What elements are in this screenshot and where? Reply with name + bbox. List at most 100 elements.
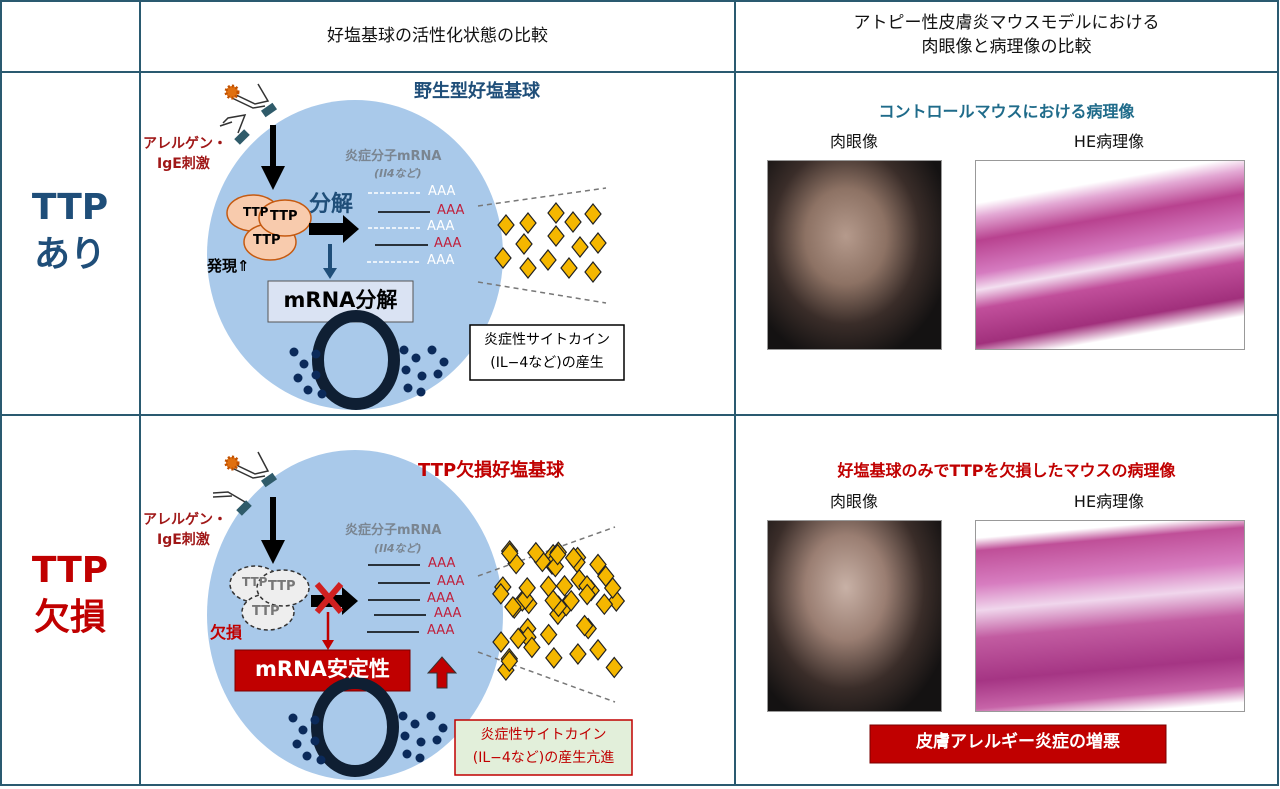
granule-dot bbox=[433, 369, 443, 379]
cytokine-diamond bbox=[544, 589, 562, 612]
mrna-degradation-box bbox=[267, 280, 414, 323]
cytokine-diamond bbox=[516, 588, 535, 611]
cytokine-diamond bbox=[547, 202, 565, 224]
poly-a-tail: AAA bbox=[437, 203, 465, 218]
he-image-label: HE病理像 bbox=[1073, 492, 1145, 511]
nucleus-icon bbox=[312, 310, 400, 410]
poly-a-tail: AAA bbox=[437, 574, 465, 589]
cytokine-line1: 炎症性サイトカイン bbox=[484, 332, 610, 348]
photo-section-title: コントロールマウスにおける病理像 bbox=[878, 102, 1135, 121]
cytokine-diamond bbox=[504, 595, 522, 618]
ttp-protein-icon bbox=[226, 194, 312, 261]
nucleus-icon bbox=[311, 677, 399, 777]
receptor-icon bbox=[260, 102, 278, 118]
mrna-label: 炎症分子mRNA bbox=[345, 149, 442, 164]
granule-dots bbox=[289, 345, 449, 399]
mrna-strands bbox=[367, 192, 430, 263]
row-label-ttp-deficient: TTP 欠損 bbox=[0, 548, 140, 642]
cytokine-diamond bbox=[578, 583, 596, 606]
granule-dot bbox=[416, 737, 426, 747]
mrna-degradation-label: mRNA分解 bbox=[283, 288, 398, 312]
granule-dot bbox=[411, 353, 421, 363]
cytokine-diamond bbox=[509, 627, 527, 650]
cytokine-diamond bbox=[596, 565, 615, 588]
granule-dot bbox=[403, 383, 413, 393]
cytokine-diamond bbox=[518, 576, 536, 599]
conclusion-box bbox=[869, 724, 1167, 764]
mrna-sublabel: (Il4など) bbox=[374, 542, 422, 555]
stimulus-line1: アレルゲン・ bbox=[143, 512, 227, 528]
ige-antibody-icon bbox=[212, 451, 270, 511]
cell-title: 野生型好塩基球 bbox=[414, 81, 540, 102]
granule-dot bbox=[299, 359, 309, 369]
row-label-line1: TTP bbox=[31, 187, 109, 228]
allergen-icon bbox=[224, 84, 240, 100]
red-down-arrow-head bbox=[322, 640, 334, 650]
cytokine-diamond bbox=[562, 589, 580, 612]
mrna-strands bbox=[367, 564, 430, 633]
cytokine-diamond bbox=[492, 582, 510, 605]
stimulus-line1: アレルゲン・ bbox=[143, 136, 227, 152]
granule-dot bbox=[427, 345, 437, 355]
row-label-line1: TTP bbox=[31, 550, 109, 591]
granule-dot bbox=[439, 357, 449, 367]
column-header-mouse-line2: 肉眼像と病理像の比較 bbox=[921, 37, 1092, 57]
ige-antibody-icon bbox=[219, 83, 270, 134]
granule-dot bbox=[288, 713, 298, 723]
granule-dot bbox=[293, 373, 303, 383]
cytokine-diamond bbox=[589, 553, 607, 576]
control-ear-photo bbox=[767, 160, 942, 350]
cytokine-diamond bbox=[519, 257, 537, 279]
cytokine-diamond bbox=[605, 656, 624, 679]
cytokine-line2: (IL−4など)の産生亢進 bbox=[472, 750, 615, 766]
down-arrow-head bbox=[323, 268, 337, 279]
cytokine-diamond bbox=[571, 236, 589, 258]
cytokine-diamond bbox=[575, 614, 594, 637]
granule-dot bbox=[401, 365, 411, 375]
mrna-stability-box bbox=[234, 649, 411, 692]
cytokine-diamond bbox=[584, 261, 602, 283]
cytokine-diamond bbox=[515, 233, 533, 255]
cytokine-box bbox=[454, 719, 633, 776]
cytokine-diamond bbox=[539, 249, 557, 271]
ttp-label: TTP bbox=[253, 233, 281, 248]
granule-dot bbox=[398, 711, 408, 721]
degradation-arrow bbox=[309, 215, 359, 243]
mrna-stability-label: mRNA安定性 bbox=[255, 657, 390, 681]
zoom-line-bottom bbox=[477, 281, 607, 304]
cytokine-diamond bbox=[564, 546, 583, 569]
cytokine-diamond bbox=[570, 568, 589, 591]
he-image-label: HE病理像 bbox=[1073, 132, 1145, 151]
gross-image-label: 肉眼像 bbox=[829, 492, 878, 511]
granule-dot bbox=[310, 736, 320, 746]
granule-dot bbox=[415, 753, 425, 763]
ttp-deletion-note: 欠損 bbox=[210, 623, 243, 642]
cytokine-diamond bbox=[519, 212, 537, 234]
wildtype-basophil-diagram bbox=[207, 83, 625, 410]
stimulus-line2: IgE刺激 bbox=[157, 532, 210, 548]
granule-dot bbox=[310, 715, 320, 725]
cytokine-diamond bbox=[589, 638, 607, 661]
granule-dot bbox=[311, 349, 321, 359]
zoom-line-top bbox=[477, 187, 607, 207]
ttp-label: TTP bbox=[242, 575, 268, 589]
ttp-deleted-icon bbox=[229, 565, 310, 631]
granule-dot bbox=[317, 389, 327, 399]
cytokine-diamonds bbox=[494, 202, 607, 283]
row-label-line2: 欠損 bbox=[33, 596, 106, 638]
column-header-basophil: 好塩基球の活性化状態の比較 bbox=[327, 26, 548, 46]
receptor-icon bbox=[234, 129, 250, 145]
ttp-label: TTP bbox=[252, 604, 280, 619]
row-label-line2: あり bbox=[33, 233, 106, 275]
granule-dot bbox=[298, 725, 308, 735]
receptor-icon bbox=[236, 500, 252, 516]
granule-dot bbox=[311, 370, 321, 380]
granule-dot bbox=[426, 711, 436, 721]
row-label-ttp-present: TTP あり bbox=[0, 185, 140, 279]
cytokine-diamond bbox=[539, 623, 558, 646]
ttp-expression-note: 発現⇑ bbox=[207, 257, 250, 275]
granule-dot bbox=[316, 755, 326, 765]
granule-dot bbox=[292, 739, 302, 749]
granule-dot bbox=[289, 347, 299, 357]
cytokine-diamond bbox=[569, 643, 587, 665]
